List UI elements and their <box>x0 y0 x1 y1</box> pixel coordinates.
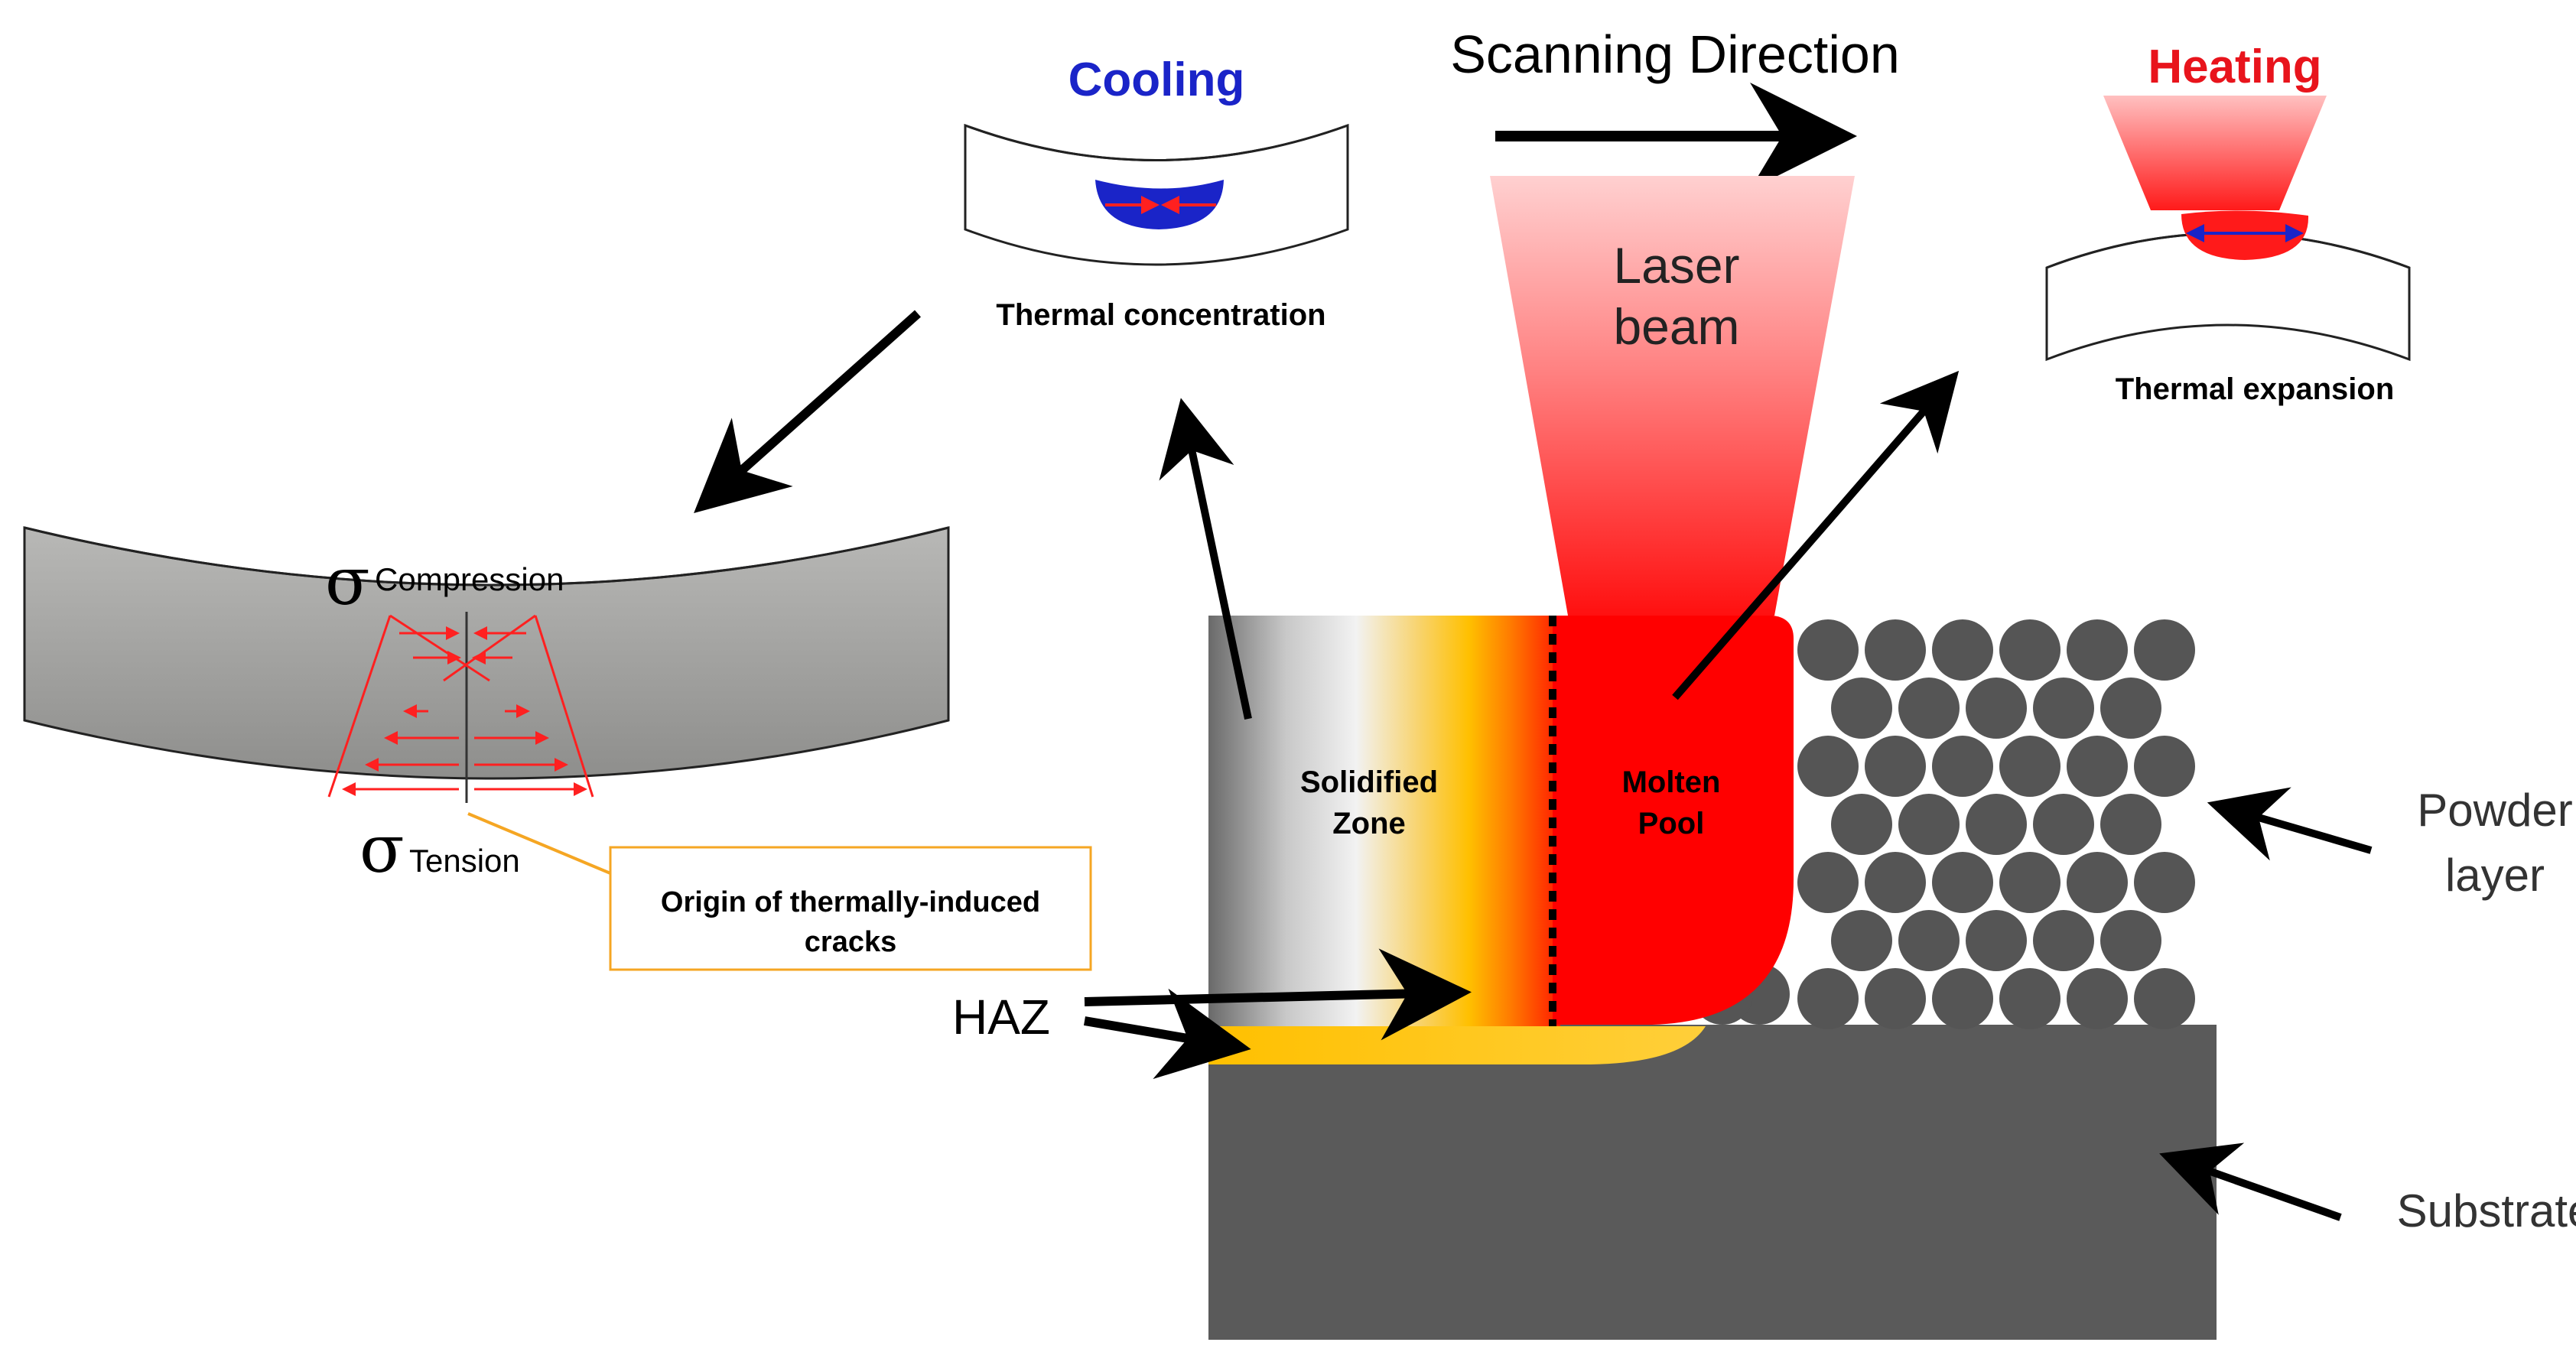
powder-particle <box>2033 910 2094 971</box>
powder-particle <box>1932 852 1993 913</box>
cooling-title: Cooling <box>1068 54 1245 106</box>
callout-leader <box>467 812 611 875</box>
powder-particle <box>1797 852 1859 913</box>
powder-particle <box>1999 852 2060 913</box>
powder-particle <box>1898 910 1960 971</box>
arrow-solidified-to-cooling <box>1159 398 1252 720</box>
powder-particle <box>2033 678 2094 739</box>
cooling-pool <box>1095 180 1224 229</box>
molten-pool <box>1553 616 1794 1025</box>
powder-particle <box>2067 619 2128 681</box>
powder-particle <box>1966 794 2027 855</box>
powder-particle <box>1966 678 2027 739</box>
crack-origin-text-line1: Origin of thermally-induced <box>661 886 1040 918</box>
powder-particle <box>1999 736 2060 797</box>
powder-particle <box>1966 910 2027 971</box>
powder-arrow <box>2207 787 2373 861</box>
powder-particle <box>2134 852 2195 913</box>
powder-particle <box>2067 736 2128 797</box>
laser-label-line1: Laser <box>1613 237 1739 294</box>
powder-particle <box>2067 852 2128 913</box>
powder-particle <box>1999 968 2060 1029</box>
sigma-tension-symbol: σ <box>359 811 405 888</box>
powder-particle <box>1797 619 1859 681</box>
powder-particle <box>1898 794 1960 855</box>
powder-particle <box>2067 968 2128 1029</box>
powder-particle <box>1865 619 1926 681</box>
powder-particle <box>2134 736 2195 797</box>
powder-particle <box>1831 794 1892 855</box>
scanning-direction-label: Scanning Direction <box>1450 24 1900 84</box>
substrate-label: Substrate <box>2397 1185 2576 1237</box>
heating-pool <box>2181 210 2309 260</box>
powder-particle <box>2100 678 2161 739</box>
powder-particle <box>1999 619 2060 681</box>
powder-particle <box>1797 968 1859 1029</box>
substrate <box>1208 1025 2217 1340</box>
haz-label: HAZ <box>952 990 1050 1045</box>
powder-particle <box>1865 968 1926 1029</box>
substrate-arrow <box>2159 1142 2342 1221</box>
haz-arrow-upper <box>1084 948 1472 1041</box>
powder-particle <box>2100 910 2161 971</box>
crack-origin-callout <box>609 846 1092 971</box>
powder-layer <box>1692 619 2195 1029</box>
sigma-compression-label: Compression <box>375 561 564 597</box>
powder-particle <box>1865 852 1926 913</box>
laser-label-line2: beam <box>1613 298 1739 355</box>
powder-particle <box>1831 910 1892 971</box>
powder-particle <box>2134 968 2195 1029</box>
powder-particle <box>1797 736 1859 797</box>
powder-particle <box>1898 678 1960 739</box>
haz-band <box>1208 1026 1706 1064</box>
sigma-compression-symbol: σ <box>325 544 370 620</box>
thermal-concentration-label: Thermal concentration <box>996 298 1325 332</box>
powder-particle <box>2033 794 2094 855</box>
crack-origin-text-line2: cracks <box>805 926 896 958</box>
thermal-expansion-label: Thermal expansion <box>2116 372 2395 406</box>
sigma-tension-label: Tension <box>409 843 520 879</box>
powder-particle <box>2134 619 2195 681</box>
powder-particle <box>1932 968 1993 1029</box>
powder-particle <box>1932 619 1993 681</box>
laser-beam <box>1490 176 1855 616</box>
haz-arrow-lower <box>1083 988 1251 1080</box>
heating-beam <box>2103 96 2327 210</box>
molten-label-line2: Pool <box>1638 807 1705 840</box>
arrow-cooling-to-stress <box>694 310 921 513</box>
stress-distribution <box>327 612 594 803</box>
heating-title: Heating <box>2148 41 2321 93</box>
cooling-disk <box>964 123 1349 266</box>
powder-particle <box>1932 736 1993 797</box>
molten-label-line1: Molten <box>1622 765 1721 799</box>
powder-particle <box>1865 736 1926 797</box>
powder-particle <box>1831 678 1892 739</box>
solidified-label-line1: Solidified <box>1300 765 1438 799</box>
arrow-molten-to-heating <box>1672 370 1960 700</box>
powder-label-line1: Powder <box>2417 785 2572 836</box>
solidified-label-line2: Zone <box>1332 807 1406 840</box>
stress-disk <box>23 526 950 803</box>
heating-disk <box>2045 96 2411 362</box>
powder-particle <box>2100 794 2161 855</box>
powder-label-line2: layer <box>2445 850 2545 901</box>
